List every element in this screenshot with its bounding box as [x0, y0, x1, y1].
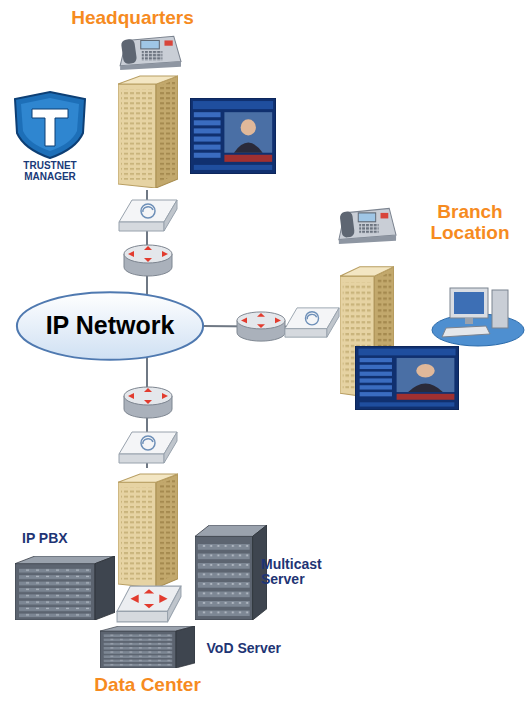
ip-phone — [339, 208, 396, 244]
device-group: IP PBX — [12, 527, 118, 622]
device-label: Multicast Server — [261, 557, 341, 588]
router — [124, 387, 172, 418]
network-label: IP Network — [46, 312, 175, 340]
modem — [119, 200, 177, 231]
device-label: VoD Server — [207, 641, 281, 656]
network-cloud: IP Network — [15, 290, 205, 362]
monitor — [450, 288, 488, 318]
modem — [285, 308, 339, 337]
building — [118, 474, 178, 588]
vod-server — [100, 626, 195, 668]
monitor-stand — [465, 318, 473, 324]
video-screen — [190, 98, 276, 174]
video-screen — [355, 346, 459, 410]
site-group: Headquarters — [60, 4, 205, 190]
logo-caption: TRUSTNET MANAGER — [8, 161, 92, 182]
building — [118, 76, 178, 188]
pc-tower — [492, 290, 508, 328]
network-ellipse-outline — [17, 292, 203, 360]
site-group: Data Center — [80, 468, 215, 698]
desk-disc — [432, 314, 524, 346]
site-label: Data Center — [94, 675, 201, 696]
pbx-rack — [15, 556, 115, 620]
trustnet-shield — [15, 92, 85, 158]
keyboard — [442, 326, 490, 337]
router — [237, 312, 285, 341]
device-group: Multicast Server — [190, 522, 345, 622]
monitor-screen — [454, 292, 484, 314]
multicast-server — [195, 525, 267, 620]
device-label: IP PBX — [22, 531, 68, 546]
site-group: Branch Location — [330, 200, 522, 410]
shield-inner — [21, 98, 79, 151]
modem — [119, 432, 177, 463]
shield-emblem — [32, 109, 68, 146]
site-label: Branch Location — [420, 202, 520, 244]
router — [124, 245, 172, 276]
device-group: VoD Server — [98, 625, 285, 672]
ethernet-switch — [117, 586, 181, 622]
site-label: Headquarters — [71, 8, 194, 29]
ip-phone — [120, 36, 181, 70]
